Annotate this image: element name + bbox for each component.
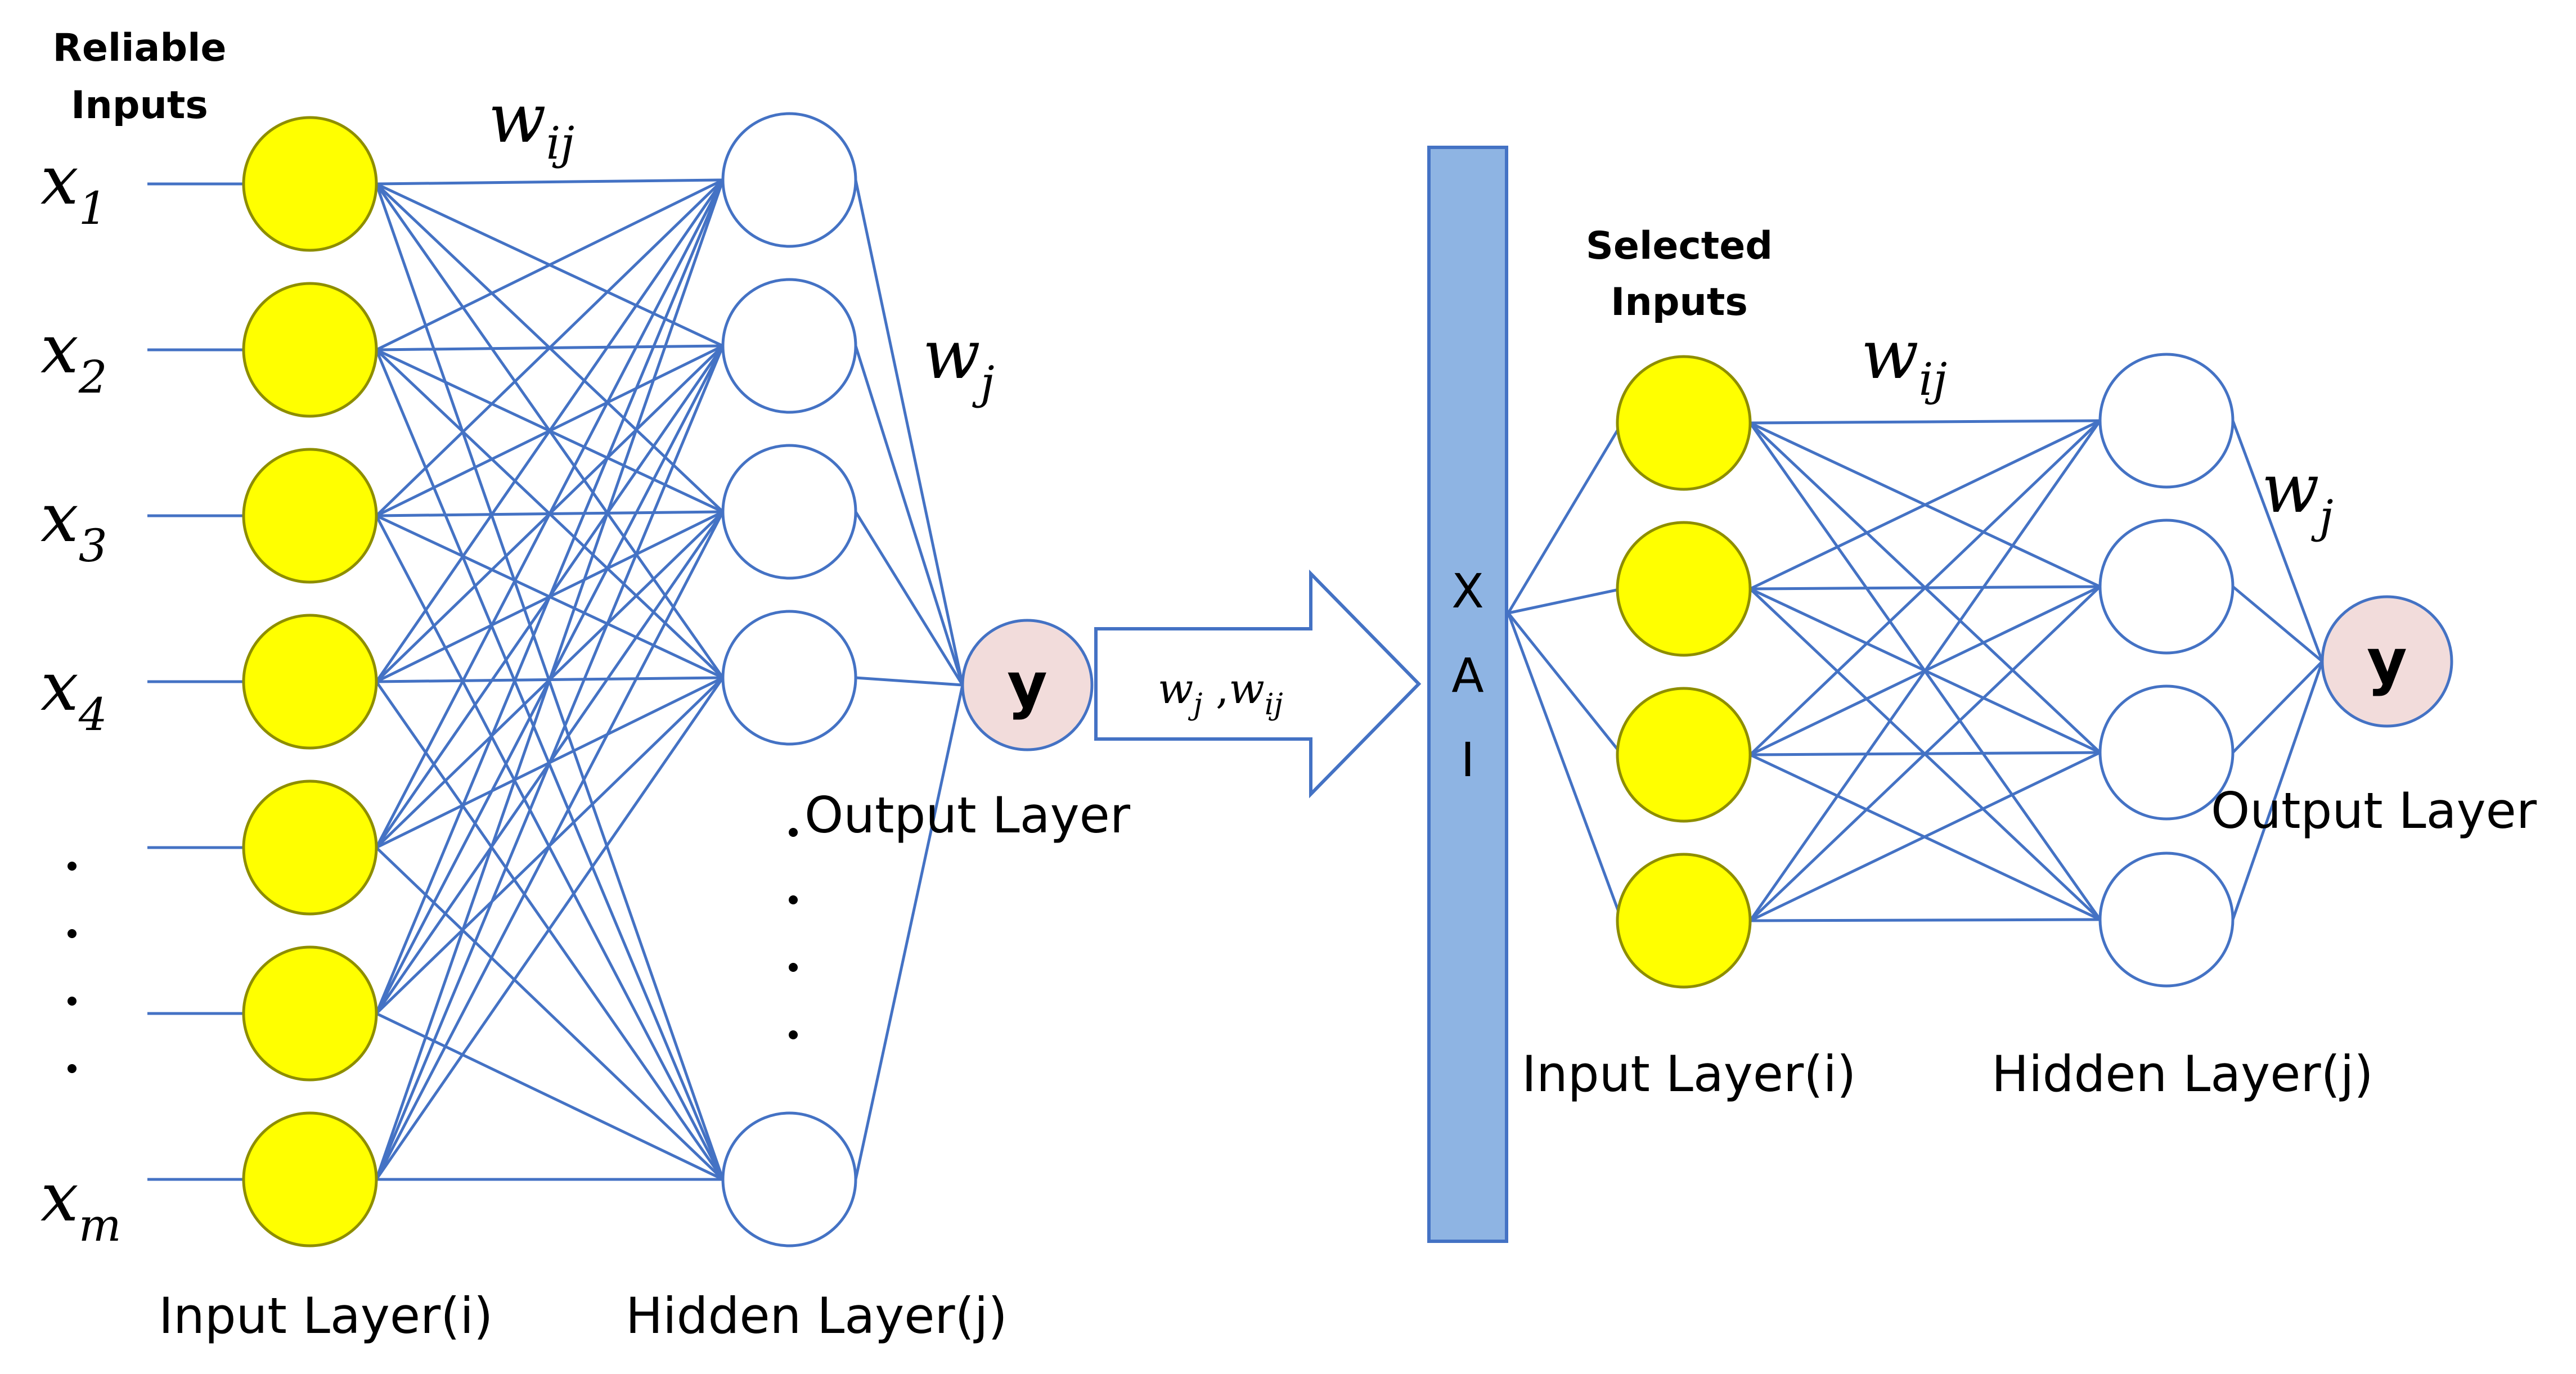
input-neuron [1616, 853, 1752, 989]
right-hidden-layer-label: Hidden Layer(j) [1991, 1045, 2373, 1103]
left-network-nodes: y [242, 112, 1094, 1247]
input-hidden-edge [1749, 585, 2101, 922]
output-neuron [2321, 595, 2453, 728]
input-hidden-edge [375, 179, 725, 1014]
hidden-neuron [721, 610, 857, 746]
hidden-output-edge [2232, 585, 2323, 663]
right-network-edges [1507, 419, 2324, 922]
right-output-symbol: y [2367, 625, 2407, 697]
selected-inputs-label-line1: Selected [1586, 224, 1773, 268]
input-hidden-edge [1749, 751, 2101, 922]
input-hidden-edge [1748, 420, 2102, 922]
ellipsis-dot [789, 895, 798, 904]
hidden-output-edge [2231, 661, 2324, 920]
transfer-arrow [1094, 569, 1422, 799]
input-neuron [242, 448, 378, 584]
left-weight-ij-label: wij [488, 80, 574, 169]
hidden-neuron [2098, 684, 2235, 821]
xai-input-edge [1507, 612, 1623, 756]
left-output-symbol: y [1007, 649, 1048, 721]
input-hidden-edge [375, 511, 725, 1181]
ellipsis-dot [68, 997, 77, 1006]
right-input-layer-label: Input Layer(i) [1522, 1045, 1856, 1103]
xai-input-edge [1507, 612, 1624, 921]
input-label-xm: xm [41, 1159, 122, 1251]
input-neuron [242, 780, 378, 916]
input-hidden-edge [1750, 419, 2101, 425]
hidden-output-edge [854, 345, 964, 686]
input-hidden-edge [375, 1012, 724, 1181]
hidden-neuron [2098, 852, 2235, 988]
input-hidden-edge [375, 179, 725, 1180]
output-neuron [961, 619, 1094, 751]
input-neuron [1616, 355, 1752, 491]
input-hidden-edge [376, 178, 723, 186]
ellipsis-dot [68, 1064, 77, 1073]
ellipsis-dot [789, 1030, 798, 1039]
input-hidden-edge [375, 345, 725, 1180]
ellipsis-dot [789, 963, 798, 972]
hidden-output-edge [854, 511, 964, 686]
input-neuron [242, 116, 378, 252]
input-neuron [1616, 687, 1752, 823]
hidden-output-edge [855, 676, 963, 687]
xai-input-edge [1507, 422, 1624, 614]
input-hidden-edge [375, 179, 724, 517]
left-hidden-layer-label: Hidden Layer(j) [626, 1287, 1008, 1345]
xai-letter-x: X [1451, 564, 1484, 619]
input-hidden-edge [1749, 419, 2101, 591]
left-input-stub-lines [147, 182, 244, 1181]
reliable-inputs-label-line1: Reliable [52, 26, 226, 70]
input-neuron [242, 1111, 378, 1247]
input-label-x2: x2 [41, 310, 107, 403]
input-neuron [1616, 521, 1752, 657]
input-label-x1: x1 [41, 142, 107, 235]
hidden-neuron [2098, 519, 2235, 655]
left-network-edges [375, 178, 964, 1181]
left-output-layer-label: Output Layer [804, 786, 1131, 844]
reliable-inputs-label-line2: Inputs [71, 83, 208, 128]
right-output-layer-label: Output Layer [2211, 782, 2537, 840]
hidden-output-edge [854, 179, 964, 686]
hidden-output-edge [2232, 660, 2323, 754]
input-hidden-edge [1749, 420, 2101, 756]
input-hidden-edge [375, 178, 724, 352]
input-hidden-edge [375, 846, 724, 1181]
hidden-output-edge [854, 684, 964, 1180]
left-input-layer-label: Input Layer(i) [159, 1287, 493, 1345]
transfer-weights-label: wj ,wij [1158, 665, 1283, 722]
xai-letter-a: A [1451, 648, 1483, 703]
right-weight-ij-label: wij [1861, 316, 1947, 406]
input-hidden-edge [375, 179, 725, 849]
input-hidden-edge [375, 677, 725, 1181]
hidden-neuron [2098, 353, 2235, 489]
hidden-neuron [721, 1111, 857, 1247]
input-label-x3: x3 [41, 479, 107, 572]
input-label-x4: x4 [41, 648, 107, 741]
input-hidden-edge [1750, 918, 2101, 922]
ellipsis-dot [68, 862, 77, 871]
hidden-neuron [721, 444, 857, 580]
selected-inputs-label-line2: Inputs [1611, 280, 1748, 325]
input-hidden-edge [375, 179, 725, 683]
hidden-neuron [721, 278, 857, 414]
hidden-output-edge [2231, 420, 2324, 662]
xai-input-edge [1508, 587, 1622, 615]
left-hidden-ellipsis [789, 828, 798, 1039]
input-neuron [242, 282, 378, 418]
ellipsis-dot [789, 828, 798, 837]
xai-letter-i: I [1461, 732, 1475, 787]
xai-bar [1427, 146, 1508, 1243]
left-weight-j-label: wj [923, 316, 995, 409]
input-neuron [242, 945, 378, 1082]
hidden-neuron [721, 112, 857, 248]
ellipsis-dot [68, 929, 77, 938]
left-input-ellipsis [68, 862, 77, 1073]
right-network-nodes: y [1616, 353, 2453, 989]
input-neuron [242, 614, 378, 750]
